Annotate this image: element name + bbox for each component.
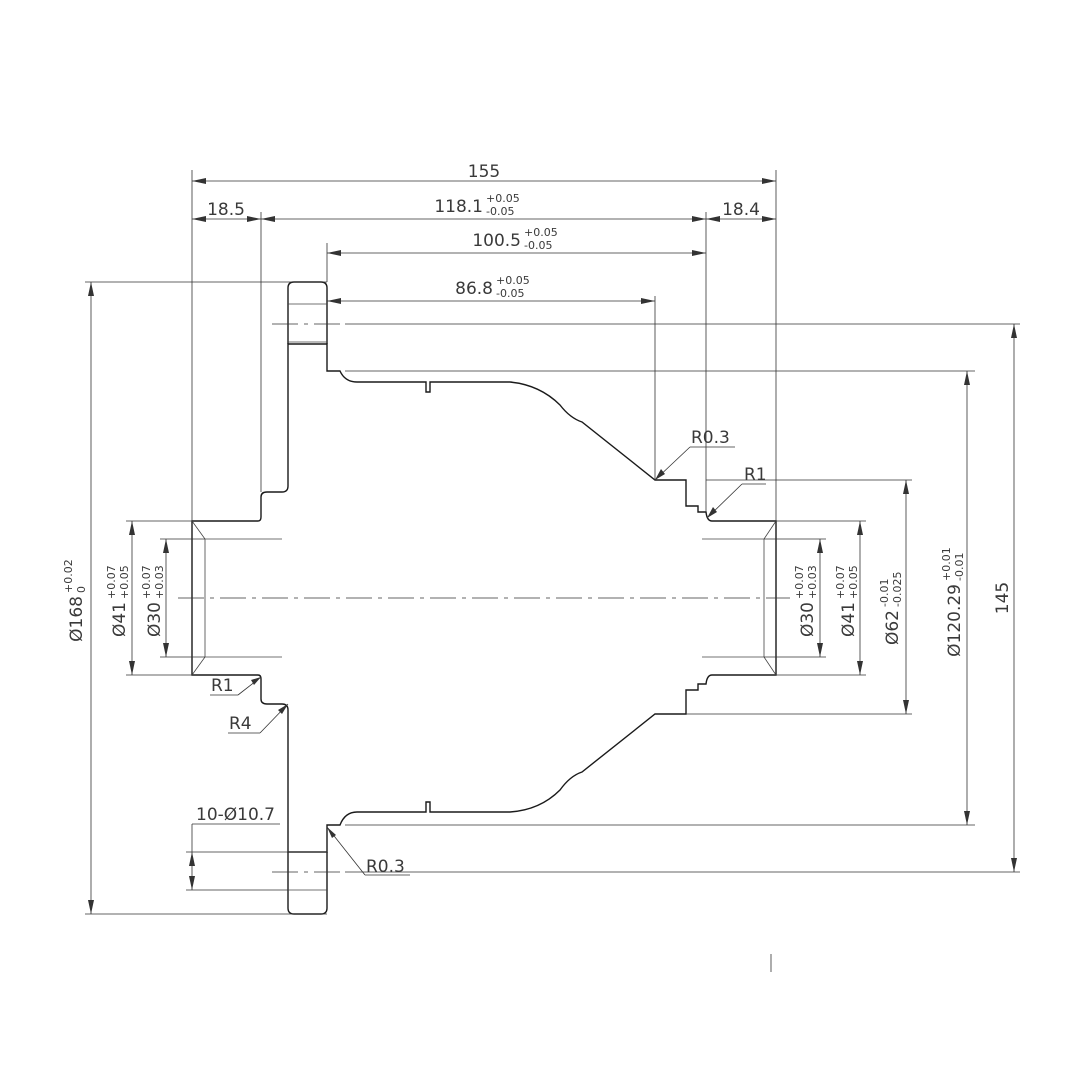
dim-d62-base: Ø62 bbox=[883, 610, 903, 645]
dim-d168-lower: 0 bbox=[75, 586, 88, 593]
dim-d41-right-base: Ø41 bbox=[839, 602, 859, 637]
dim-d41-right-lower: +0.05 bbox=[847, 565, 860, 599]
dim-118-1-base: 118.1 bbox=[434, 197, 483, 217]
radius-r03-top: R0.3 bbox=[691, 428, 730, 448]
dim-100-5-upper: +0.05 bbox=[524, 226, 558, 239]
dim-d30-left-base: Ø30 bbox=[145, 602, 165, 637]
holes-10x-d10-7: 10-Ø10.7 bbox=[196, 805, 275, 825]
radius-r1-left: R1 bbox=[211, 676, 234, 696]
dim-100-5: 100.5 +0.05 -0.05 bbox=[472, 226, 557, 252]
dim-86-8-lower: -0.05 bbox=[496, 287, 524, 300]
dim-d168: Ø168 +0.02 0 bbox=[62, 559, 88, 642]
dim-100-5-base: 100.5 bbox=[472, 231, 521, 251]
dim-d30-right: Ø30 +0.07 +0.03 bbox=[793, 565, 819, 637]
dim-d168-upper: +0.02 bbox=[62, 559, 75, 593]
dim-d41-left: Ø41 +0.07 +0.05 bbox=[105, 565, 131, 637]
dim-d41-left-upper: +0.07 bbox=[105, 565, 118, 599]
dim-d120-29: Ø120.29 +0.01 -0.01 bbox=[940, 547, 966, 657]
dim-d120-29-base: Ø120.29 bbox=[945, 584, 965, 657]
leaders bbox=[210, 446, 766, 876]
dim-155: 155 bbox=[468, 162, 500, 182]
radius-r1-right: R1 bbox=[744, 465, 767, 485]
dim-118-1-upper: +0.05 bbox=[486, 192, 520, 205]
dim-d62-upper: -0.01 bbox=[878, 579, 891, 607]
dim-d120-29-upper: +0.01 bbox=[940, 547, 953, 581]
dim-86-8-base: 86.8 bbox=[455, 279, 493, 299]
dim-118-1-lower: -0.05 bbox=[486, 205, 514, 218]
dim-d41-right-upper: +0.07 bbox=[834, 565, 847, 599]
dim-d30-left-lower: +0.03 bbox=[153, 565, 166, 599]
dim-d30-right-lower: +0.03 bbox=[806, 565, 819, 599]
dim-d30-right-upper: +0.07 bbox=[793, 565, 806, 599]
dim-d120-29-lower: -0.01 bbox=[953, 553, 966, 581]
dim-118-1: 118.1 +0.05 -0.05 bbox=[434, 192, 519, 218]
radius-r03-bottom: R0.3 bbox=[366, 857, 405, 877]
dim-d62-lower: -0.025 bbox=[891, 572, 904, 607]
dimension-lines bbox=[88, 178, 1017, 914]
extension-lines bbox=[85, 170, 1020, 915]
dim-d30-left-upper: +0.07 bbox=[140, 565, 153, 599]
dim-86-8-upper: +0.05 bbox=[496, 274, 530, 287]
dim-d62: Ø62 -0.01 -0.025 bbox=[878, 572, 904, 645]
dim-d41-right: Ø41 +0.07 +0.05 bbox=[834, 565, 860, 637]
radius-r4: R4 bbox=[229, 714, 252, 734]
dim-d30-right-base: Ø30 bbox=[798, 602, 818, 637]
dim-145: 145 bbox=[993, 582, 1013, 614]
dim-100-5-lower: -0.05 bbox=[524, 239, 552, 252]
dim-d30-left: Ø30 +0.07 +0.03 bbox=[140, 565, 166, 637]
dim-d41-left-lower: +0.05 bbox=[118, 565, 131, 599]
dim-d41-left-base: Ø41 bbox=[110, 602, 130, 637]
dim-d168-base: Ø168 bbox=[67, 596, 87, 642]
dim-145-text: 145 bbox=[993, 582, 1013, 614]
dim-18-5: 18.5 bbox=[207, 200, 245, 220]
dim-18-4: 18.4 bbox=[722, 200, 760, 220]
dim-86-8: 86.8 +0.05 -0.05 bbox=[455, 274, 530, 300]
